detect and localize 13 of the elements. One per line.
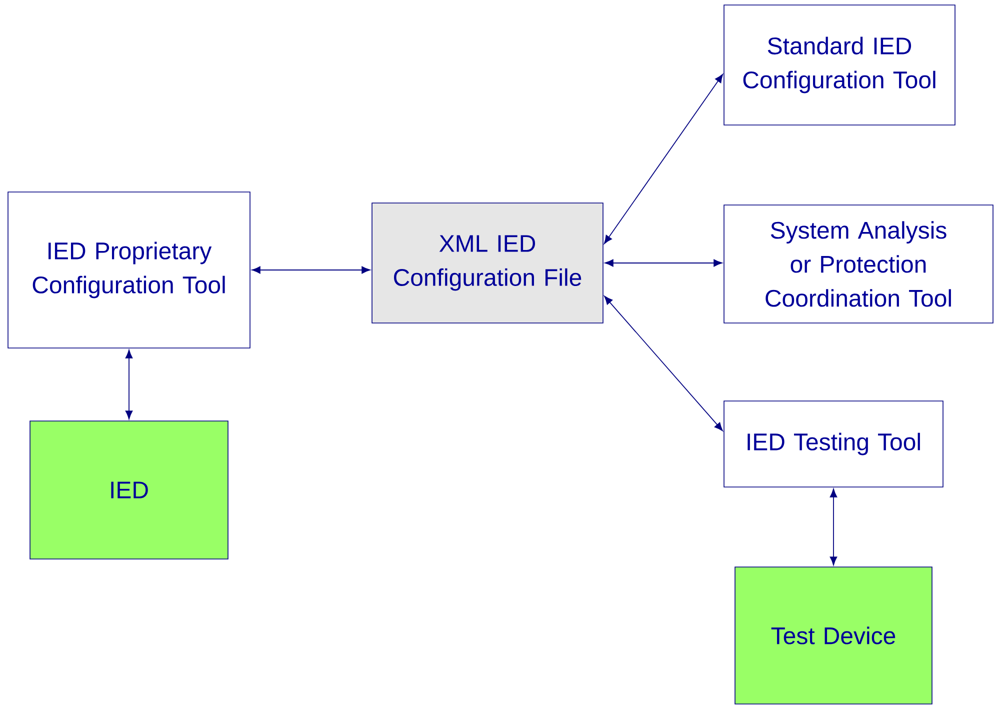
- arrow: [830, 488, 838, 566]
- device-box: IED: [30, 420, 228, 560]
- arrow: [125, 350, 133, 420]
- arrow: [604, 259, 722, 267]
- arrow: [604, 74, 724, 244]
- tool-box: Standard IED Configuration Tool: [724, 4, 956, 126]
- arrow: [604, 296, 723, 432]
- file-box: XML IED Configuration File: [372, 202, 604, 324]
- device-box: Test Device: [734, 566, 932, 704]
- tool-box: IED Testing Tool: [724, 400, 944, 488]
- arrow: [252, 266, 370, 274]
- tool-box: System Analysis or Protection Coordination Tool: [724, 204, 994, 324]
- tool-box: IED Proprietary Configuration Tool: [8, 192, 250, 348]
